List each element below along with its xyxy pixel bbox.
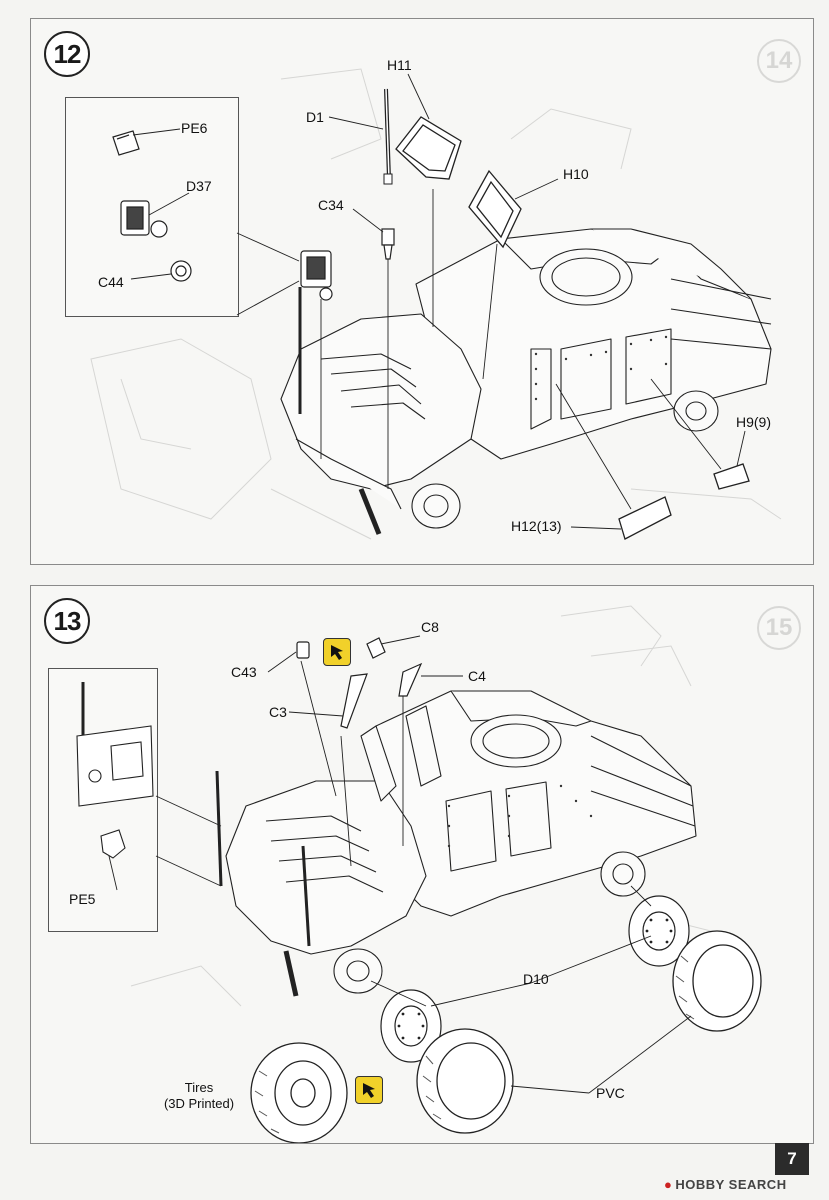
ghost-step-number: 14 bbox=[757, 39, 801, 83]
rivets-step12 bbox=[534, 335, 668, 401]
vehicle-body-step12 bbox=[280, 228, 772, 510]
part-pvc-tires bbox=[416, 930, 762, 1134]
tire-tread bbox=[422, 955, 695, 1120]
step-number-badge: 12 bbox=[44, 31, 90, 77]
callout-d37: D37 bbox=[186, 178, 212, 194]
assembly-direction-icon bbox=[355, 1076, 383, 1104]
part-c34-mount bbox=[381, 228, 395, 260]
inset-parts bbox=[76, 682, 154, 859]
leader-lines-step13 bbox=[108, 635, 692, 1094]
callout-c44: C44 bbox=[98, 274, 124, 290]
watermark-logo-icon: ● bbox=[664, 1177, 673, 1192]
part-h11-window-armor bbox=[395, 116, 462, 180]
step-12-drawing bbox=[90, 68, 782, 540]
ghost-background-lines bbox=[90, 68, 782, 540]
hubs-step12 bbox=[411, 390, 719, 529]
small-parts-top bbox=[296, 637, 423, 729]
page-number: 7 bbox=[775, 1143, 809, 1175]
inset-parts bbox=[112, 130, 192, 282]
step-number-badge: 13 bbox=[44, 598, 90, 644]
tow-bar bbox=[358, 488, 382, 535]
rivets-step13 bbox=[447, 784, 593, 848]
callout-h10: H10 bbox=[563, 166, 589, 182]
antenna-pole-2 bbox=[301, 845, 311, 947]
callout-d1: D1 bbox=[306, 109, 324, 125]
printed-tire-tread bbox=[254, 1070, 280, 1134]
callout-pe6: PE6 bbox=[181, 120, 208, 136]
ghost-step-number: 15 bbox=[757, 606, 801, 650]
watermark: ●HOBBY SEARCH bbox=[664, 1177, 787, 1192]
callout-c43: C43 bbox=[231, 664, 257, 680]
callout-d10: D10 bbox=[523, 971, 549, 987]
rim-bolts bbox=[397, 918, 673, 1040]
part-3d-printed-tire bbox=[250, 1042, 348, 1143]
part-d37-on-vehicle bbox=[300, 250, 333, 301]
tires-label-line1: Tires bbox=[184, 1080, 214, 1095]
callout-h12: H12(13) bbox=[511, 518, 562, 534]
antenna-pole bbox=[215, 770, 223, 887]
callout-c4: C4 bbox=[468, 668, 486, 684]
detail-inset bbox=[65, 97, 239, 317]
callout-h9: H9(9) bbox=[736, 414, 772, 430]
part-d10-rims bbox=[380, 895, 690, 1063]
step-13-drawing bbox=[76, 605, 762, 1143]
callout-pvc: PVC bbox=[596, 1085, 625, 1101]
callout-tires-3d-printed: Tires (3D Printed) bbox=[149, 1080, 249, 1112]
watermark-text: HOBBY SEARCH bbox=[675, 1177, 787, 1192]
callout-c3: C3 bbox=[269, 704, 287, 720]
tires-label-line2: (3D Printed) bbox=[163, 1096, 235, 1111]
callout-h11: H11 bbox=[387, 57, 412, 73]
step-13-panel: 13 15 bbox=[30, 585, 814, 1144]
part-h10-window-armor bbox=[468, 169, 522, 249]
tow-bar bbox=[283, 950, 299, 997]
part-h9-plate bbox=[713, 463, 750, 490]
step-12-panel: 12 14 bbox=[30, 18, 814, 565]
assembly-direction-icon bbox=[323, 638, 351, 666]
callout-c34: C34 bbox=[318, 197, 344, 213]
leader-lines-step12 bbox=[130, 73, 746, 530]
part-d1-antenna bbox=[383, 88, 393, 185]
callout-pe5: PE5 bbox=[69, 891, 96, 907]
hubs-step13 bbox=[333, 851, 646, 994]
vehicle-body-step13 bbox=[225, 690, 697, 955]
callout-c8: C8 bbox=[421, 619, 439, 635]
part-h12-plate bbox=[618, 496, 672, 540]
